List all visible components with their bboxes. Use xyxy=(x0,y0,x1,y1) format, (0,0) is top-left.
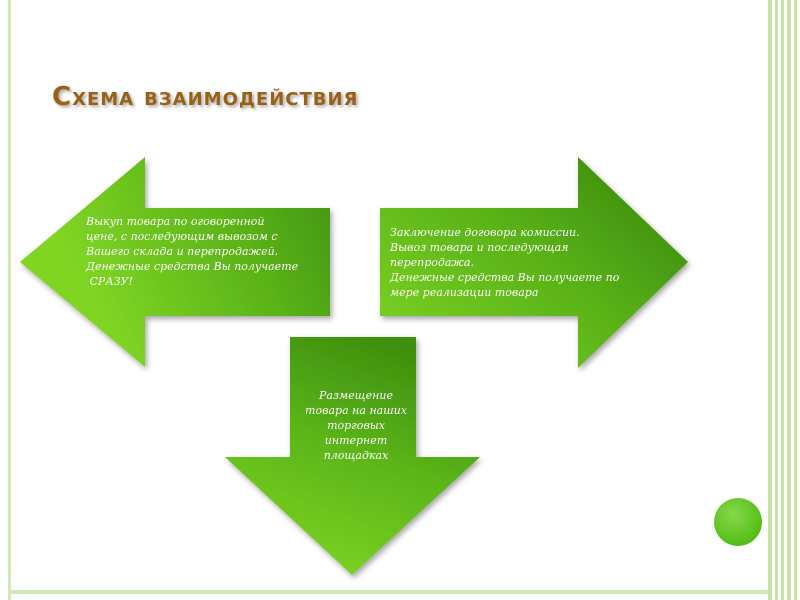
left-frame-line xyxy=(8,0,11,600)
arrow-down-shape xyxy=(225,337,480,575)
left-arrow-line: цене, с последующим вывозом с xyxy=(86,230,278,243)
down-arrow-line: площадках xyxy=(323,449,389,462)
right-arrow-text: Заключение договора комиссии. Вывоз това… xyxy=(390,225,645,300)
left-arrow-line: Выкуп товара по оговоренной xyxy=(86,215,265,228)
decorative-circle-icon xyxy=(714,498,762,546)
left-arrow-line: Вашего склада и перепродажей. xyxy=(86,245,279,258)
down-arrow-text: Размещение товара на наших торговых инте… xyxy=(294,388,418,463)
slide-title: Схема взаимодействия xyxy=(52,82,359,112)
down-arrow-line: торговых xyxy=(327,419,385,432)
left-arrow-line: Денежные средства Вы получаете xyxy=(86,260,299,273)
right-arrow-line: мере реализации товара xyxy=(390,286,539,299)
right-arrow-line: Вывоз товара и последующая xyxy=(390,241,569,254)
down-arrow-line: товара на наших xyxy=(305,404,407,417)
right-arrow-line: перепродажа. xyxy=(390,256,474,269)
down-arrow-line: интернет xyxy=(324,434,388,447)
down-arrow-line: Размещение xyxy=(319,389,393,402)
right-frame-stripes xyxy=(768,0,800,600)
left-arrow-line: СРАЗУ! xyxy=(86,275,133,288)
arrow-right-shape xyxy=(380,157,688,368)
right-arrow-line: Заключение договора комиссии. xyxy=(390,226,580,239)
arrow-left-shape xyxy=(20,157,330,367)
left-arrow-text: Выкуп товара по оговоренной цене, с посл… xyxy=(86,214,318,289)
bottom-frame-line xyxy=(8,590,768,594)
right-arrow-line: Денежные средства Вы получаете по xyxy=(390,271,620,284)
